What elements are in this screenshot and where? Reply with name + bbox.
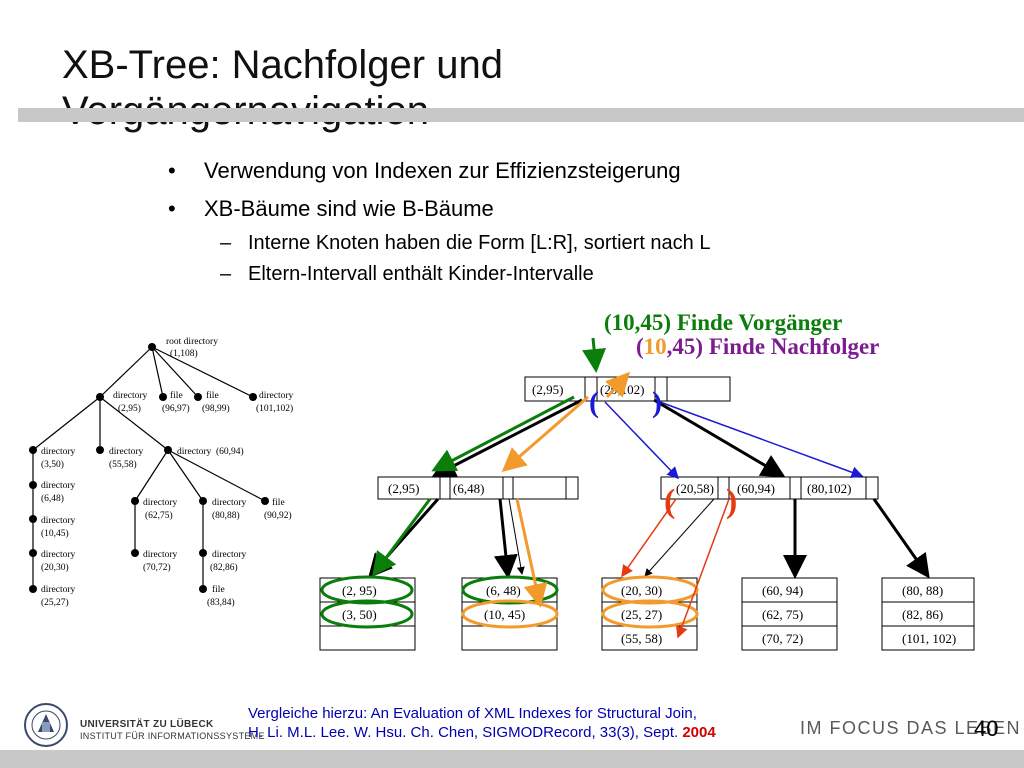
reference-line-1: Vergleiche hierzu: An Evaluation of XML …	[248, 705, 697, 722]
xb-leaf-entry: (62, 75)	[762, 607, 803, 622]
slogan: IM FOCUS DAS LEBEN	[800, 718, 1022, 738]
xb-leaf-entry: (2, 95)	[342, 583, 377, 598]
subbullet-text: Eltern-Intervall enthält Kinder-Interval…	[248, 263, 594, 285]
bracket-open-root: (	[589, 386, 599, 419]
tree-node-label: directory	[113, 391, 148, 401]
tree-node-label: directory	[41, 516, 76, 526]
tree-node-interval: (3,50)	[41, 459, 64, 470]
directory-tree: root directory (1,108) directory (2,95) …	[29, 337, 294, 608]
xb-leaf-entry: (70, 72)	[762, 631, 803, 646]
tree-node-interval: (80,88)	[212, 510, 240, 521]
annotation-nachfolger-prefix: (	[636, 334, 644, 359]
title-divider	[18, 108, 1024, 122]
tree-node-label: directory	[259, 391, 294, 401]
tree-node-label: directory	[41, 447, 76, 457]
xb-leaf-entry: (60, 94)	[762, 583, 803, 598]
tree-node-interval: (98,99)	[202, 403, 230, 414]
tree-node-label: file	[212, 584, 225, 595]
reference-citation: Vergleiche hierzu: An Evaluation of XML …	[248, 704, 716, 742]
tree-node-interval: (60,94)	[216, 446, 244, 457]
tree-node-interval: (62,75)	[145, 510, 173, 521]
subbullet-item: – Interne Knoten haben die Form [L:R], s…	[168, 228, 710, 259]
xb-internal-node	[377, 476, 579, 500]
bracket-open-node: (	[664, 483, 675, 520]
xb-node-entry: (20,58)	[676, 481, 714, 496]
tree-node-label: directory	[212, 550, 247, 560]
annotation-nachfolger-rest: ,45) Finde Nachfolger	[667, 334, 880, 359]
tree-node-label: file	[170, 390, 183, 401]
tree-node-label: file	[206, 390, 219, 401]
institute-name: INSTITUT FÜR INFORMATIONSSYSTEME	[80, 731, 265, 741]
tree-node-interval: (10,45)	[41, 528, 69, 539]
bullet-item: • Verwendung von Indexen zur Effizienzst…	[168, 152, 710, 190]
tree-node-interval: (55,58)	[109, 459, 137, 470]
tree-node-interval: (101,102)	[256, 403, 293, 414]
xb-node-entry: (60,94)	[737, 481, 775, 496]
bullet-text: XB-Bäume sind wie B-Bäume	[204, 196, 494, 221]
tree-node-label: directory	[41, 585, 76, 595]
xb-node-entry: (6,48)	[453, 481, 484, 496]
reference-line-2: H. Li. M.L. Lee. W. Hsu. Ch. Chen, SIGMO…	[248, 723, 716, 742]
tree-node-label: directory	[177, 447, 212, 457]
xb-leaf-entry: (80, 88)	[902, 583, 943, 598]
tree-node-label: directory	[143, 550, 178, 560]
bullet-text: Verwendung von Indexen zur Effizienzstei…	[204, 158, 681, 183]
tree-node-label: directory	[41, 550, 76, 560]
xb-root-entry: (2,95)	[532, 382, 563, 397]
subbullet-marker: –	[220, 232, 232, 254]
tree-node-interval: (1,108)	[170, 348, 198, 359]
xb-leaf-entry: (20, 30)	[621, 583, 662, 598]
xb-leaf-entry: (3, 50)	[342, 607, 377, 622]
bullet-list: • Verwendung von Indexen zur Effizienzst…	[168, 152, 710, 290]
tree-node-label: directory	[109, 447, 144, 457]
tree-node-interval: (20,30)	[41, 562, 69, 573]
xb-leaf-entry: (101, 102)	[902, 631, 956, 646]
tree-node-label: file	[272, 497, 285, 508]
title-line-1: XB-Tree: Nachfolger und	[62, 43, 503, 87]
reference-year: 2004	[682, 724, 716, 741]
xb-leaf-entry: (6, 48)	[486, 583, 521, 598]
tree-node-interval: (96,97)	[162, 403, 190, 414]
xb-leaf-entry: (25, 27)	[621, 607, 662, 622]
bracket-close-root: )	[652, 386, 662, 419]
annotation-nachfolger-highlight: 10	[644, 334, 667, 359]
tree-node-label: directory	[212, 498, 247, 508]
annotation-vorgaenger: (10,45) Finde Vorgänger	[604, 310, 842, 335]
xb-root-entry: (20,102)	[600, 382, 644, 397]
university-seal-icon	[24, 703, 68, 747]
xb-node-entry: (2,95)	[388, 481, 419, 496]
bottom-bar	[0, 750, 1024, 768]
tree-node-interval: (6,48)	[41, 493, 64, 504]
tree-node-interval: (90,92)	[264, 510, 292, 521]
tree-node-interval: (70,72)	[143, 562, 171, 573]
xb-node-entry: (80,102)	[807, 481, 851, 496]
tree-node-interval: (2,95)	[118, 403, 141, 414]
subbullet-marker: –	[220, 263, 232, 285]
tree-node-interval: (25,27)	[41, 597, 69, 608]
tree-node-interval: (83,84)	[207, 597, 235, 608]
tree-node-interval: (82,86)	[210, 562, 238, 573]
subbullet-text: Interne Knoten haben die Form [L:R], sor…	[248, 232, 711, 254]
subbullet-item: – Eltern-Intervall enthält Kinder-Interv…	[168, 259, 710, 290]
xb-tree-diagram: (2,95) (20,102) (2,95) (6,48) (20,58) (6…	[319, 310, 975, 651]
xb-leaf-entry: (82, 86)	[902, 607, 943, 622]
tree-node-label: root directory	[166, 337, 218, 347]
xb-leaf-entry: (10, 45)	[484, 607, 525, 622]
page-number: 40	[974, 716, 999, 741]
tree-node-label: directory	[143, 498, 178, 508]
tree-node-label: directory	[41, 481, 76, 491]
annotation-nachfolger: (10,45) Finde Nachfolger	[636, 334, 879, 359]
reference-text: H. Li. M.L. Lee. W. Hsu. Ch. Chen, SIGMO…	[248, 724, 679, 741]
xb-leaf-entry: (55, 58)	[621, 631, 662, 646]
bullet-marker: •	[168, 196, 176, 221]
university-name: UNIVERSITÄT ZU LÜBECK	[80, 719, 214, 730]
bracket-close-node: )	[726, 483, 737, 520]
bullet-marker: •	[168, 158, 176, 183]
bullet-item: • XB-Bäume sind wie B-Bäume	[168, 190, 710, 228]
